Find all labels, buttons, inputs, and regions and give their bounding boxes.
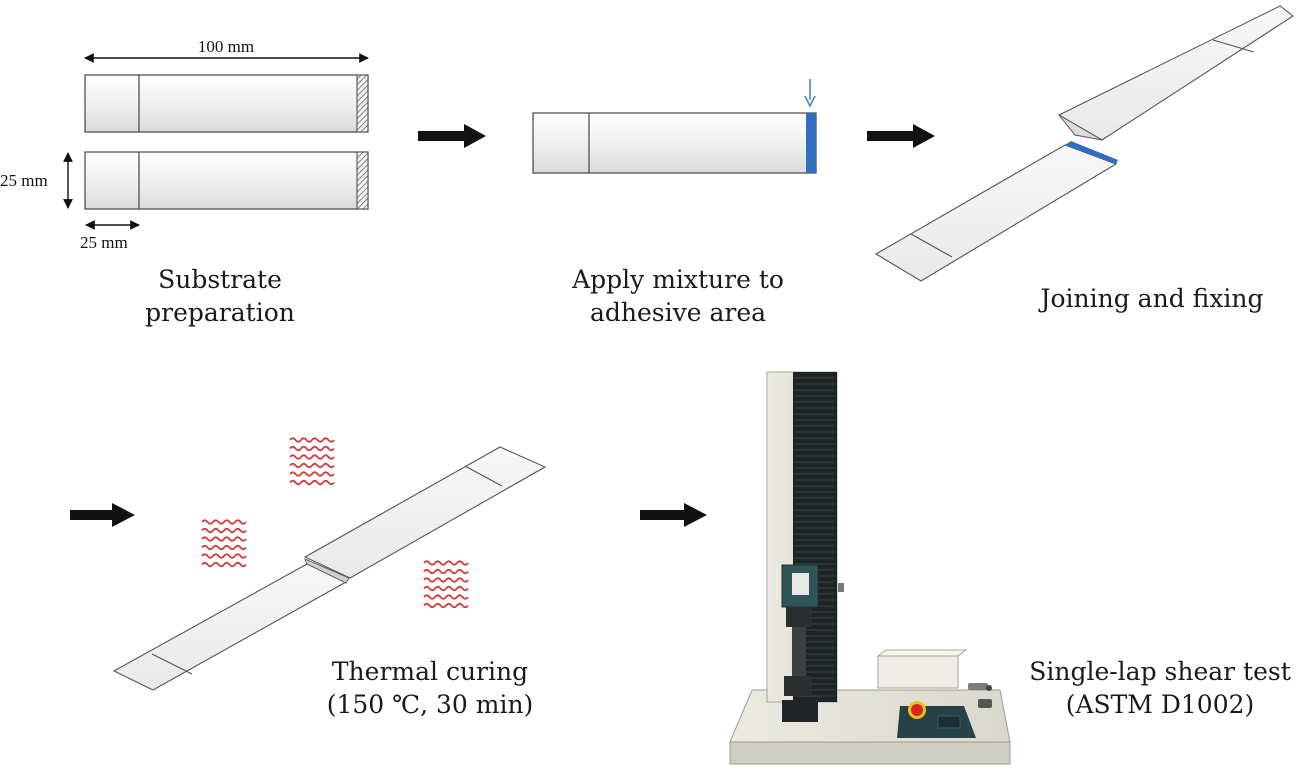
- substrate-preparation-figure: 100 mm 25 mm 25 mm: [0, 37, 369, 252]
- heat-wave-line: [289, 471, 335, 477]
- adhesive-layer: [1065, 141, 1118, 164]
- flow-arrow-1: [418, 124, 486, 148]
- joining-figure: [874, 5, 1294, 282]
- heat-wave-line: [423, 568, 469, 575]
- caption-line: Apply mixture to: [572, 265, 784, 294]
- heat-wave-line: [289, 445, 335, 452]
- heat-wave-line: [423, 577, 469, 583]
- overlap-dimension-label: 25 mm: [80, 233, 128, 252]
- caption-line: preparation: [145, 298, 295, 327]
- emergency-stop-button: [911, 704, 923, 716]
- heat-wave-line: [289, 462, 335, 469]
- heat-wave-icon: [289, 437, 335, 486]
- step-caption-apply-mixture: Apply mixture to adhesive area: [553, 263, 803, 329]
- step-caption-thermal-curing: Thermal curing (150 ℃, 30 min): [305, 655, 555, 721]
- caption-line: Substrate: [158, 265, 282, 294]
- heat-wave-line: [289, 454, 335, 460]
- testing-machine-figure: [729, 371, 1011, 765]
- lower-strip: [874, 141, 1118, 282]
- caption-line: Thermal curing: [331, 657, 529, 686]
- step-caption-substrate-preparation: Substrate preparation: [120, 263, 320, 329]
- substrate-plate-bottom: [84, 151, 369, 210]
- control-panel: [897, 701, 976, 738]
- heat-wave-line: [201, 544, 247, 551]
- heat-wave-icon: [423, 560, 469, 609]
- width-dimension-label: 25 mm: [0, 171, 48, 190]
- heat-wave-line: [289, 479, 335, 486]
- heat-wave-line: [289, 437, 335, 443]
- flow-arrow-4: [640, 503, 707, 527]
- heat-wave-line: [201, 561, 247, 568]
- step-caption-joining-and-fixing: Joining and fixing: [1022, 282, 1282, 315]
- heat-wave-line: [201, 536, 247, 542]
- caption-line: Joining and fixing: [1040, 284, 1264, 313]
- flow-arrow-3: [70, 503, 135, 527]
- caption-line: (ASTM D1002): [1065, 690, 1255, 719]
- flow-arrow-2: [867, 124, 935, 148]
- thermal-curing-figure: [112, 437, 547, 691]
- heat-wave-line: [201, 527, 247, 534]
- load-cell-box: [876, 649, 968, 689]
- heat-wave-line: [201, 553, 247, 559]
- bond-area-hatch: [356, 151, 369, 210]
- side-controls: [968, 683, 992, 708]
- caption-line: (150 ℃, 30 min): [326, 690, 534, 719]
- bond-area-hatch: [356, 74, 369, 133]
- upper-strip: [1057, 5, 1294, 141]
- heat-wave-icon: [201, 519, 247, 568]
- indicator-arrow: [804, 79, 816, 108]
- length-dimension-label: 100 mm: [198, 37, 254, 56]
- heat-wave-line: [423, 585, 469, 592]
- substrate-plate-top: [84, 74, 369, 133]
- apply-mixture-figure: [532, 79, 817, 174]
- step-caption-single-lap-shear-test: Single-lap shear test (ASTM D1002): [1022, 655, 1298, 721]
- cured-specimen: [112, 446, 547, 691]
- adhesive-layer: [806, 113, 816, 173]
- substrate-plate: [532, 112, 817, 174]
- caption-line: adhesive area: [589, 298, 767, 327]
- grip-assembly: [781, 564, 844, 722]
- heat-wave-line: [423, 602, 469, 609]
- caption-line: Single-lap shear test: [1029, 657, 1291, 686]
- heat-wave-line: [423, 560, 469, 566]
- heat-wave-line: [201, 519, 247, 525]
- heat-wave-line: [423, 594, 469, 600]
